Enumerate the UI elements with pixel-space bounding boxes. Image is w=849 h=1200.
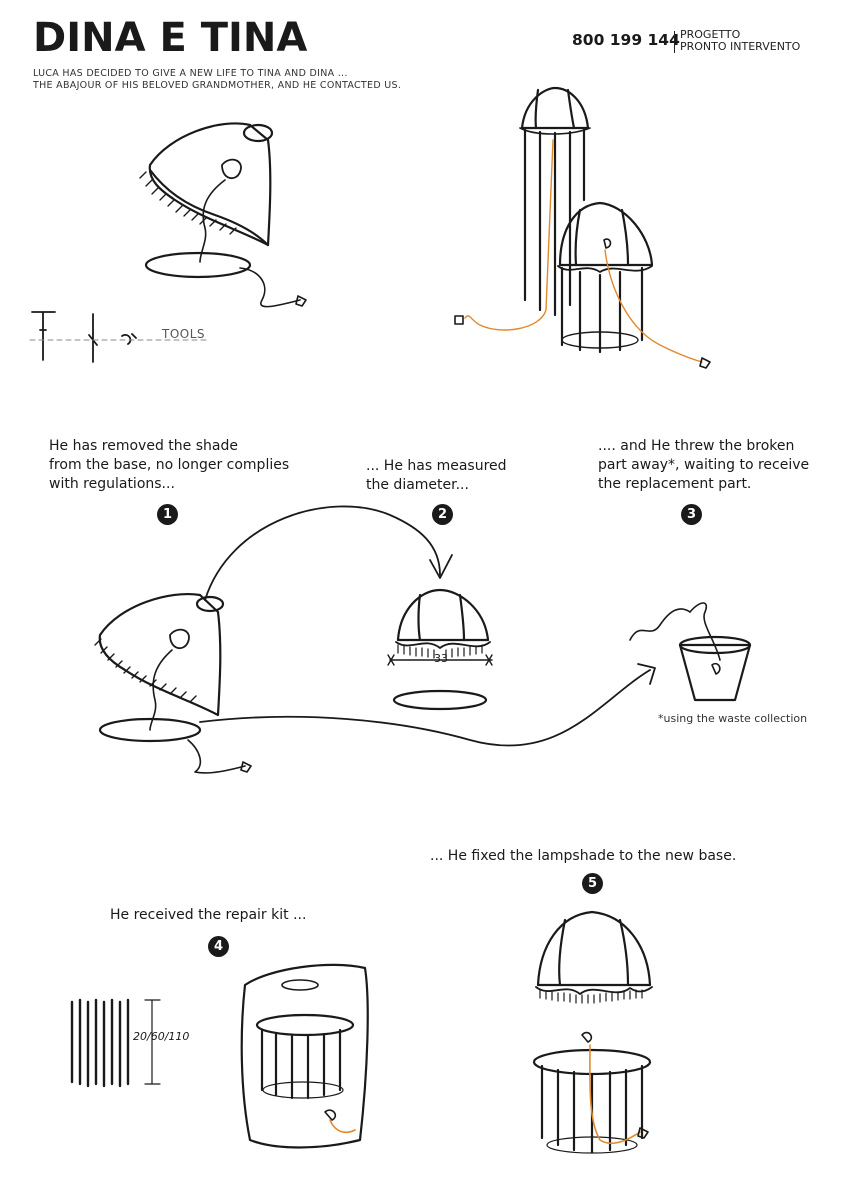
step-1-text: He has removed the shade from the base, … <box>49 437 289 494</box>
subtitle-line-1: LUCA HAS DECIDED TO GIVE A NEW LIFE TO T… <box>33 68 348 79</box>
waste-collection-note: *using the waste collection <box>658 712 808 725</box>
flow-illustration <box>94 505 752 774</box>
tools-illustration <box>29 311 211 363</box>
step-2-badge: 2 <box>432 504 453 525</box>
tools-label: TOOLS <box>162 327 206 341</box>
project-line-2: PRONTO INTERVENTO <box>680 40 801 53</box>
project-name: PROGETTO PRONTO INTERVENTO <box>680 29 800 53</box>
step-1-line-3: with regulations... <box>49 476 175 492</box>
step-2-line-2: the diameter... <box>366 477 469 493</box>
step-1-line-1: He has removed the shade <box>49 438 238 454</box>
tilted-lamp-illustration <box>139 122 307 308</box>
step-3-line-3: the replacement part. <box>598 476 752 492</box>
two-lamps-illustration <box>454 86 711 369</box>
step-3-line-2: part away*, waiting to receive <box>598 457 810 473</box>
step-1-badge: 1 <box>157 504 178 525</box>
step-5-text: ... He fixed the lampshade to the new ba… <box>430 847 736 866</box>
step-3-text: .... and He threw the broken part away*,… <box>598 437 809 494</box>
step-2-line-1: ... He has measured <box>366 458 507 474</box>
step-3-badge: 3 <box>681 504 702 525</box>
page-title: DINA E TINA <box>33 15 308 61</box>
step-5-badge: 5 <box>582 873 603 894</box>
diameter-label: 33 <box>434 652 448 665</box>
repair-kit-illustration <box>70 963 369 1149</box>
new-lamp-illustration <box>532 910 653 1154</box>
step-3-line-1: .... and He threw the broken <box>598 438 795 454</box>
step-4-badge: 4 <box>208 936 229 957</box>
step-1-line-2: from the base, no longer complies <box>49 457 290 473</box>
subtitle-line-2: THE ABAJOUR OF HIS BELOVED GRANDMOTHER, … <box>33 80 402 91</box>
step-5-line-1: ... He fixed the lampshade to the new ba… <box>430 848 737 864</box>
kit-dimensions-label: 20/60/110 <box>133 1030 190 1043</box>
step-4-line-1: He received the repair kit ... <box>110 907 307 923</box>
header-divider <box>674 31 675 53</box>
step-4-text: He received the repair kit ... <box>110 906 306 925</box>
step-2-text: ... He has measured the diameter... <box>366 457 507 495</box>
project-line-1: PROGETTO <box>680 28 741 41</box>
subtitle: LUCA HAS DECIDED TO GIVE A NEW LIFE TO T… <box>33 68 401 92</box>
phone-number[interactable]: 800 199 144 <box>572 31 680 49</box>
